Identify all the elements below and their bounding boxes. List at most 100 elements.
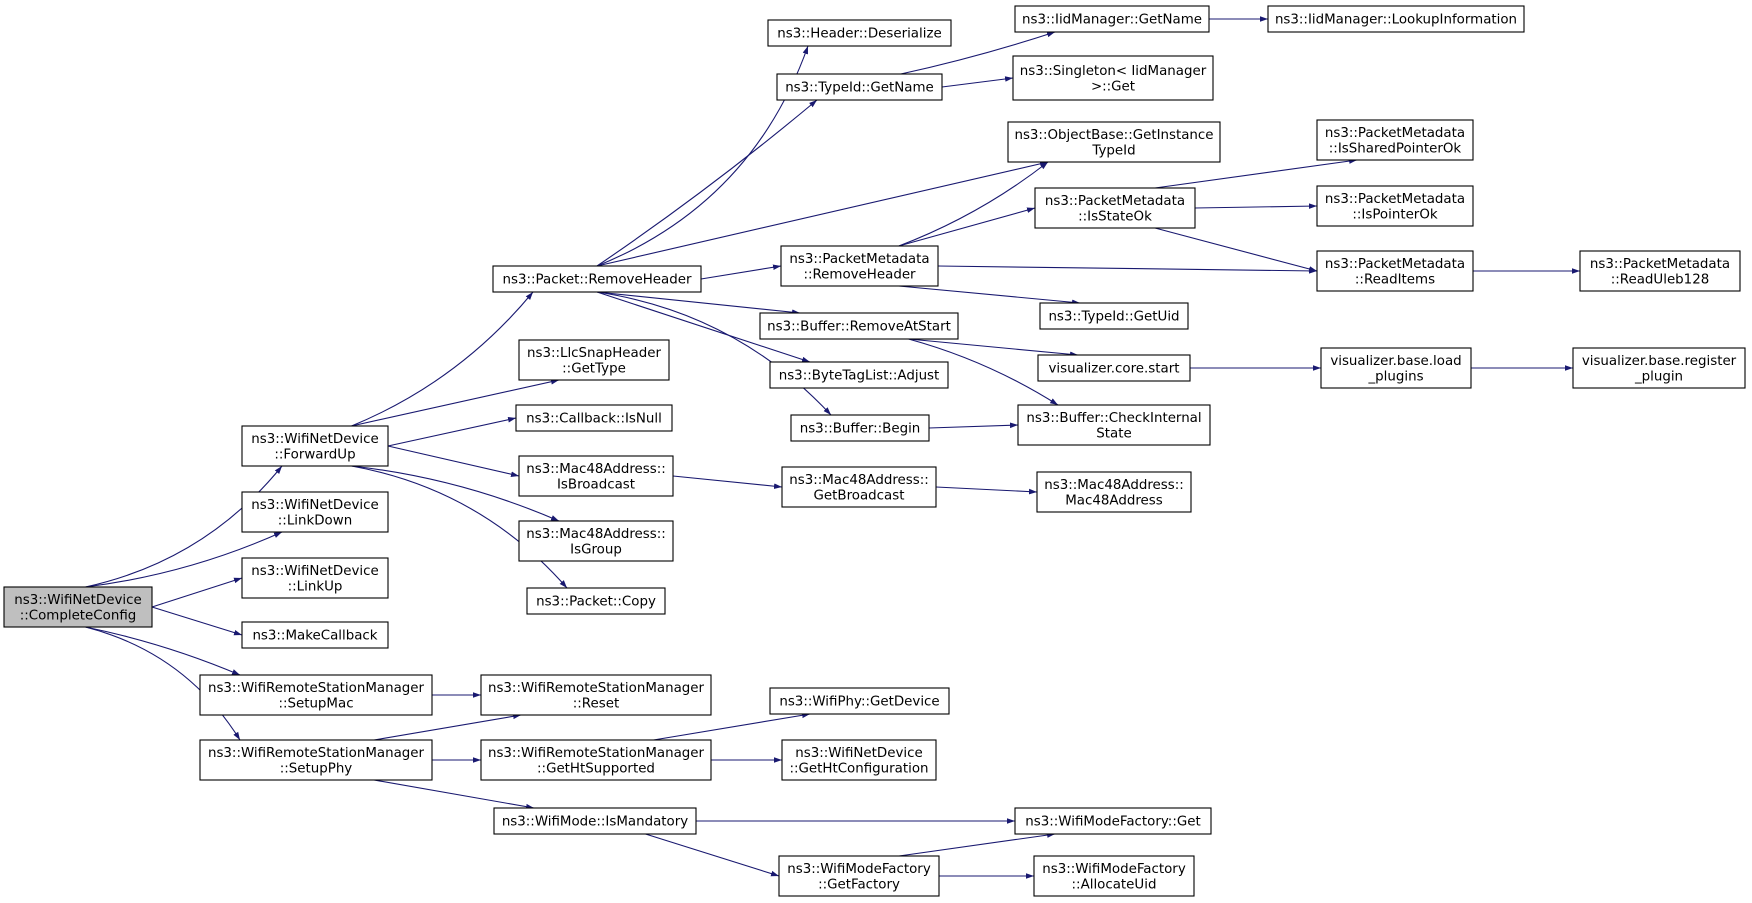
node-label-line: ns3::WifiModeFactory (787, 862, 931, 877)
edge-n22-to-n33 (935, 486, 1038, 495)
node-ns3-packetmetadata-issharedpointerok[interactable]: ns3::PacketMetadata::IsSharedPointerOk (1316, 119, 1474, 161)
node-box (780, 245, 939, 287)
edge-n7-to-n21 (596, 291, 832, 416)
node-ns3-wifinetdevice-forwardup[interactable]: ns3::WifiNetDevice::ForwardUp (241, 425, 389, 467)
edge-n0-to-n5 (85, 626, 241, 676)
node-box (790, 414, 930, 442)
node-ns3-typeid-getname[interactable]: ns3::TypeId::GetName (776, 73, 943, 101)
node-ns3-wifimodefactory-allocateuid[interactable]: ns3::WifiModeFactory::AllocateUid (1033, 855, 1195, 897)
node-ns3-packetmetadata-removeheader[interactable]: ns3::PacketMetadata::RemoveHeader (780, 245, 939, 287)
edge-n29-to-n37 (1154, 158, 1358, 189)
edge-path (373, 713, 522, 741)
node-ns3-wifiphy-getdevice[interactable]: ns3::WifiPhy::GetDevice (769, 687, 950, 715)
node-ns3-buffer-begin[interactable]: ns3::Buffer::Begin (790, 414, 930, 442)
node-ns3-wifinetdevice-linkup[interactable]: ns3::WifiNetDevice::LinkUp (241, 557, 389, 599)
node-label-line: ns3::Buffer::CheckInternal (1026, 411, 1201, 426)
node-ns3-singleton-iidmanager-get[interactable]: ns3::Singleton< IidManager>::Get (1012, 55, 1214, 101)
edge-path (596, 291, 832, 416)
node-ns3-llcsnapheader-gettype[interactable]: ns3::LlcSnapHeader::GetType (518, 339, 670, 381)
node-ns3-packetmetadata-readitems[interactable]: ns3::PacketMetadata::ReadItems (1316, 250, 1474, 292)
node-label-line: ::ReadUleb128 (1611, 272, 1710, 287)
node-label-line: ns3::WifiMode::IsMandatory (502, 815, 688, 830)
node-visualizer-base-load-plugins[interactable]: visualizer.base.load_plugins (1320, 347, 1472, 389)
node-ns3-packet-copy[interactable]: ns3::Packet::Copy (526, 587, 666, 615)
node-box (241, 621, 389, 649)
node-ns3-iidmanager-lookupinformation[interactable]: ns3::IidManager::LookupInformation (1267, 5, 1525, 33)
edge-n17-to-n26 (900, 31, 1056, 75)
edge-n29-to-n38 (1194, 203, 1318, 209)
node-box (493, 807, 697, 835)
edge-path (387, 445, 520, 477)
edge-path (935, 486, 1038, 495)
node-label-line: GetBroadcast (814, 488, 905, 503)
node-box (769, 687, 950, 715)
edge-path (373, 779, 535, 810)
edge-path (351, 465, 560, 522)
node-label-line: ns3::ObjectBase::GetInstance (1014, 128, 1213, 143)
node-ns3-wifimodefactory-getfactory[interactable]: ns3::WifiModeFactory::GetFactory (778, 855, 940, 897)
edge-path (908, 338, 1059, 406)
node-ns3-wifinetdevice-linkdown[interactable]: ns3::WifiNetDevice::LinkDown (241, 491, 389, 533)
node-box (776, 73, 943, 101)
edge-path (85, 465, 283, 588)
node-ns3-callback-isnull[interactable]: ns3::Callback::IsNull (515, 404, 673, 432)
node-ns3-wifiremotestationmanager-gethtsupported[interactable]: ns3::WifiRemoteStationManager::GetHtSupp… (480, 739, 712, 781)
node-ns3-mac48address-isbroadcast[interactable]: ns3::Mac48Address::IsBroadcast (518, 455, 674, 497)
node-label-line: ns3::PacketMetadata (1045, 194, 1185, 209)
edge-n6-to-n13 (373, 713, 522, 741)
node-box (1037, 354, 1191, 382)
node-label-line: ns3::TypeId::GetName (785, 81, 934, 96)
node-label-line: >::Get (1091, 79, 1135, 94)
node-visualizer-core-start[interactable]: visualizer.core.start (1037, 354, 1191, 382)
node-label-line: ::SetupMac (278, 696, 353, 711)
edge-n18-to-n29 (898, 207, 1036, 247)
node-ns3-wifiremotestationmanager-setupphy[interactable]: ns3::WifiRemoteStationManager::SetupPhy (199, 739, 433, 781)
node-ns3-packetmetadata-readuleb128[interactable]: ns3::PacketMetadata::ReadUleb128 (1579, 250, 1741, 292)
node-box (1316, 250, 1474, 292)
node-ns3-mac48address-isgroup[interactable]: ns3::Mac48Address::IsGroup (518, 520, 674, 562)
edge-n25-to-n34 (898, 832, 1056, 857)
node-label-line: ns3::Singleton< IidManager (1020, 64, 1207, 79)
node-label-line: ::IsPointerOk (1352, 207, 1437, 222)
node-visualizer-base-register-plugin[interactable]: visualizer.base.register_plugin (1572, 347, 1746, 389)
node-ns3-wifimode-ismandatory[interactable]: ns3::WifiMode::IsMandatory (493, 807, 697, 835)
edge-n7-to-n16 (596, 45, 809, 267)
node-ns3-mac48address-mac48address[interactable]: ns3::Mac48Address::Mac48Address (1036, 471, 1192, 513)
edge-n7-to-n18 (700, 264, 782, 280)
edge-path (85, 531, 283, 588)
node-ns3-mac48address-getbroadcast[interactable]: ns3::Mac48Address::GetBroadcast (781, 466, 937, 508)
node-box (515, 404, 673, 432)
node-label-line: ns3::PacketMetadata (1590, 257, 1730, 272)
node-ns3-makecallback[interactable]: ns3::MakeCallback (241, 621, 389, 649)
edge-path (898, 285, 1081, 306)
node-label-line: ns3::ByteTagList::Adjust (779, 369, 940, 384)
node-ns3-wifiremotestationmanager-reset[interactable]: ns3::WifiRemoteStationManager::Reset (480, 674, 712, 716)
node-ns3-packetmetadata-ispointerok[interactable]: ns3::PacketMetadata::IsPointerOk (1316, 185, 1474, 227)
node-label-line: ns3::Callback::IsNull (526, 412, 662, 427)
node-ns3-wifimodefactory-get[interactable]: ns3::WifiModeFactory::Get (1014, 807, 1212, 835)
node-ns3-header-deserialize[interactable]: ns3::Header::Deserialize (767, 19, 952, 47)
node-ns3-packet-removeheader[interactable]: ns3::Packet::RemoveHeader (492, 265, 702, 293)
edge-n0-to-n4 (151, 606, 243, 636)
node-ns3-wifinetdevice-completeconfig[interactable]: ns3::WifiNetDevice::CompleteConfig (3, 586, 153, 628)
node-box (241, 425, 389, 467)
node-ns3-iidmanager-getname[interactable]: ns3::IidManager::GetName (1014, 5, 1210, 33)
node-ns3-bytetaglist-adjust[interactable]: ns3::ByteTagList::Adjust (769, 361, 949, 389)
edge-n1-to-n11 (351, 465, 560, 522)
edge-n19-to-n32 (908, 338, 1059, 406)
edge-path (700, 264, 782, 280)
edge-path (151, 577, 243, 608)
node-label-line: ns3::WifiModeFactory::Get (1025, 815, 1200, 830)
edge-path (596, 161, 1049, 267)
node-ns3-wifinetdevice-gethtconfiguration[interactable]: ns3::WifiNetDevice::GetHtConfiguration (781, 739, 937, 781)
node-box (781, 466, 937, 508)
node-label-line: ns3::Mac48Address:: (526, 527, 666, 542)
node-ns3-typeid-getuid[interactable]: ns3::TypeId::GetUid (1039, 302, 1189, 330)
node-ns3-buffer-removeatstart[interactable]: ns3::Buffer::RemoveAtStart (759, 312, 959, 340)
node-ns3-packetmetadata-isstateok[interactable]: ns3::PacketMetadata::IsStateOk (1034, 187, 1196, 229)
edge-path (351, 291, 534, 427)
node-ns3-wifiremotestationmanager-setupmac[interactable]: ns3::WifiRemoteStationManager::SetupMac (199, 674, 433, 716)
node-box (1034, 187, 1196, 229)
